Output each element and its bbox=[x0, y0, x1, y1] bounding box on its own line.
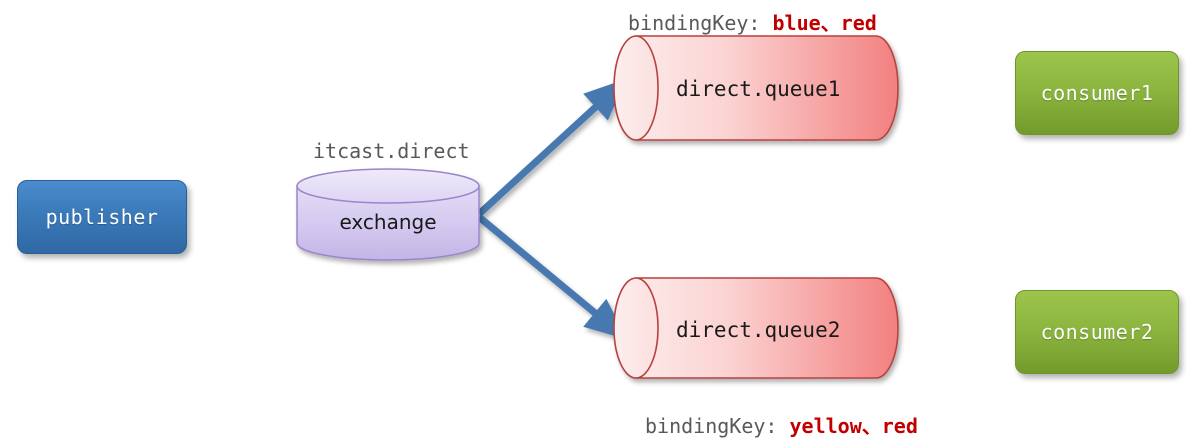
queue2-shape[interactable] bbox=[613, 277, 899, 379]
arrow-exchange-to-queue1 bbox=[476, 78, 627, 217]
binding-key-queue1: bindingKey: blue、red bbox=[628, 7, 877, 36]
queue1-shape[interactable] bbox=[613, 35, 899, 141]
binding-key-queue1-prefix: bindingKey: bbox=[628, 11, 761, 35]
consumer2-label: consumer2 bbox=[1040, 320, 1154, 344]
queue1-label: direct.queue1 bbox=[676, 77, 841, 101]
binding-key-queue2-values: yellow、red bbox=[789, 414, 918, 438]
binding-key-queue2-prefix: bindingKey: bbox=[645, 414, 778, 438]
binding-key-queue1-values: blue、red bbox=[772, 11, 877, 35]
node-consumer1[interactable]: consumer1 bbox=[1015, 51, 1179, 135]
publisher-label: publisher bbox=[45, 205, 159, 229]
exchange-label: exchange bbox=[339, 210, 437, 234]
queue2-label: direct.queue2 bbox=[676, 318, 841, 342]
node-publisher[interactable]: publisher bbox=[17, 180, 187, 254]
node-consumer2[interactable]: consumer2 bbox=[1015, 290, 1179, 374]
consumer1-label: consumer1 bbox=[1040, 81, 1154, 105]
binding-key-queue2: bindingKey: yellow、red bbox=[645, 410, 918, 439]
arrow-exchange-to-queue2 bbox=[476, 214, 628, 340]
exchange-name-label: itcast.direct bbox=[313, 139, 470, 163]
exchange-shape[interactable] bbox=[296, 168, 480, 261]
